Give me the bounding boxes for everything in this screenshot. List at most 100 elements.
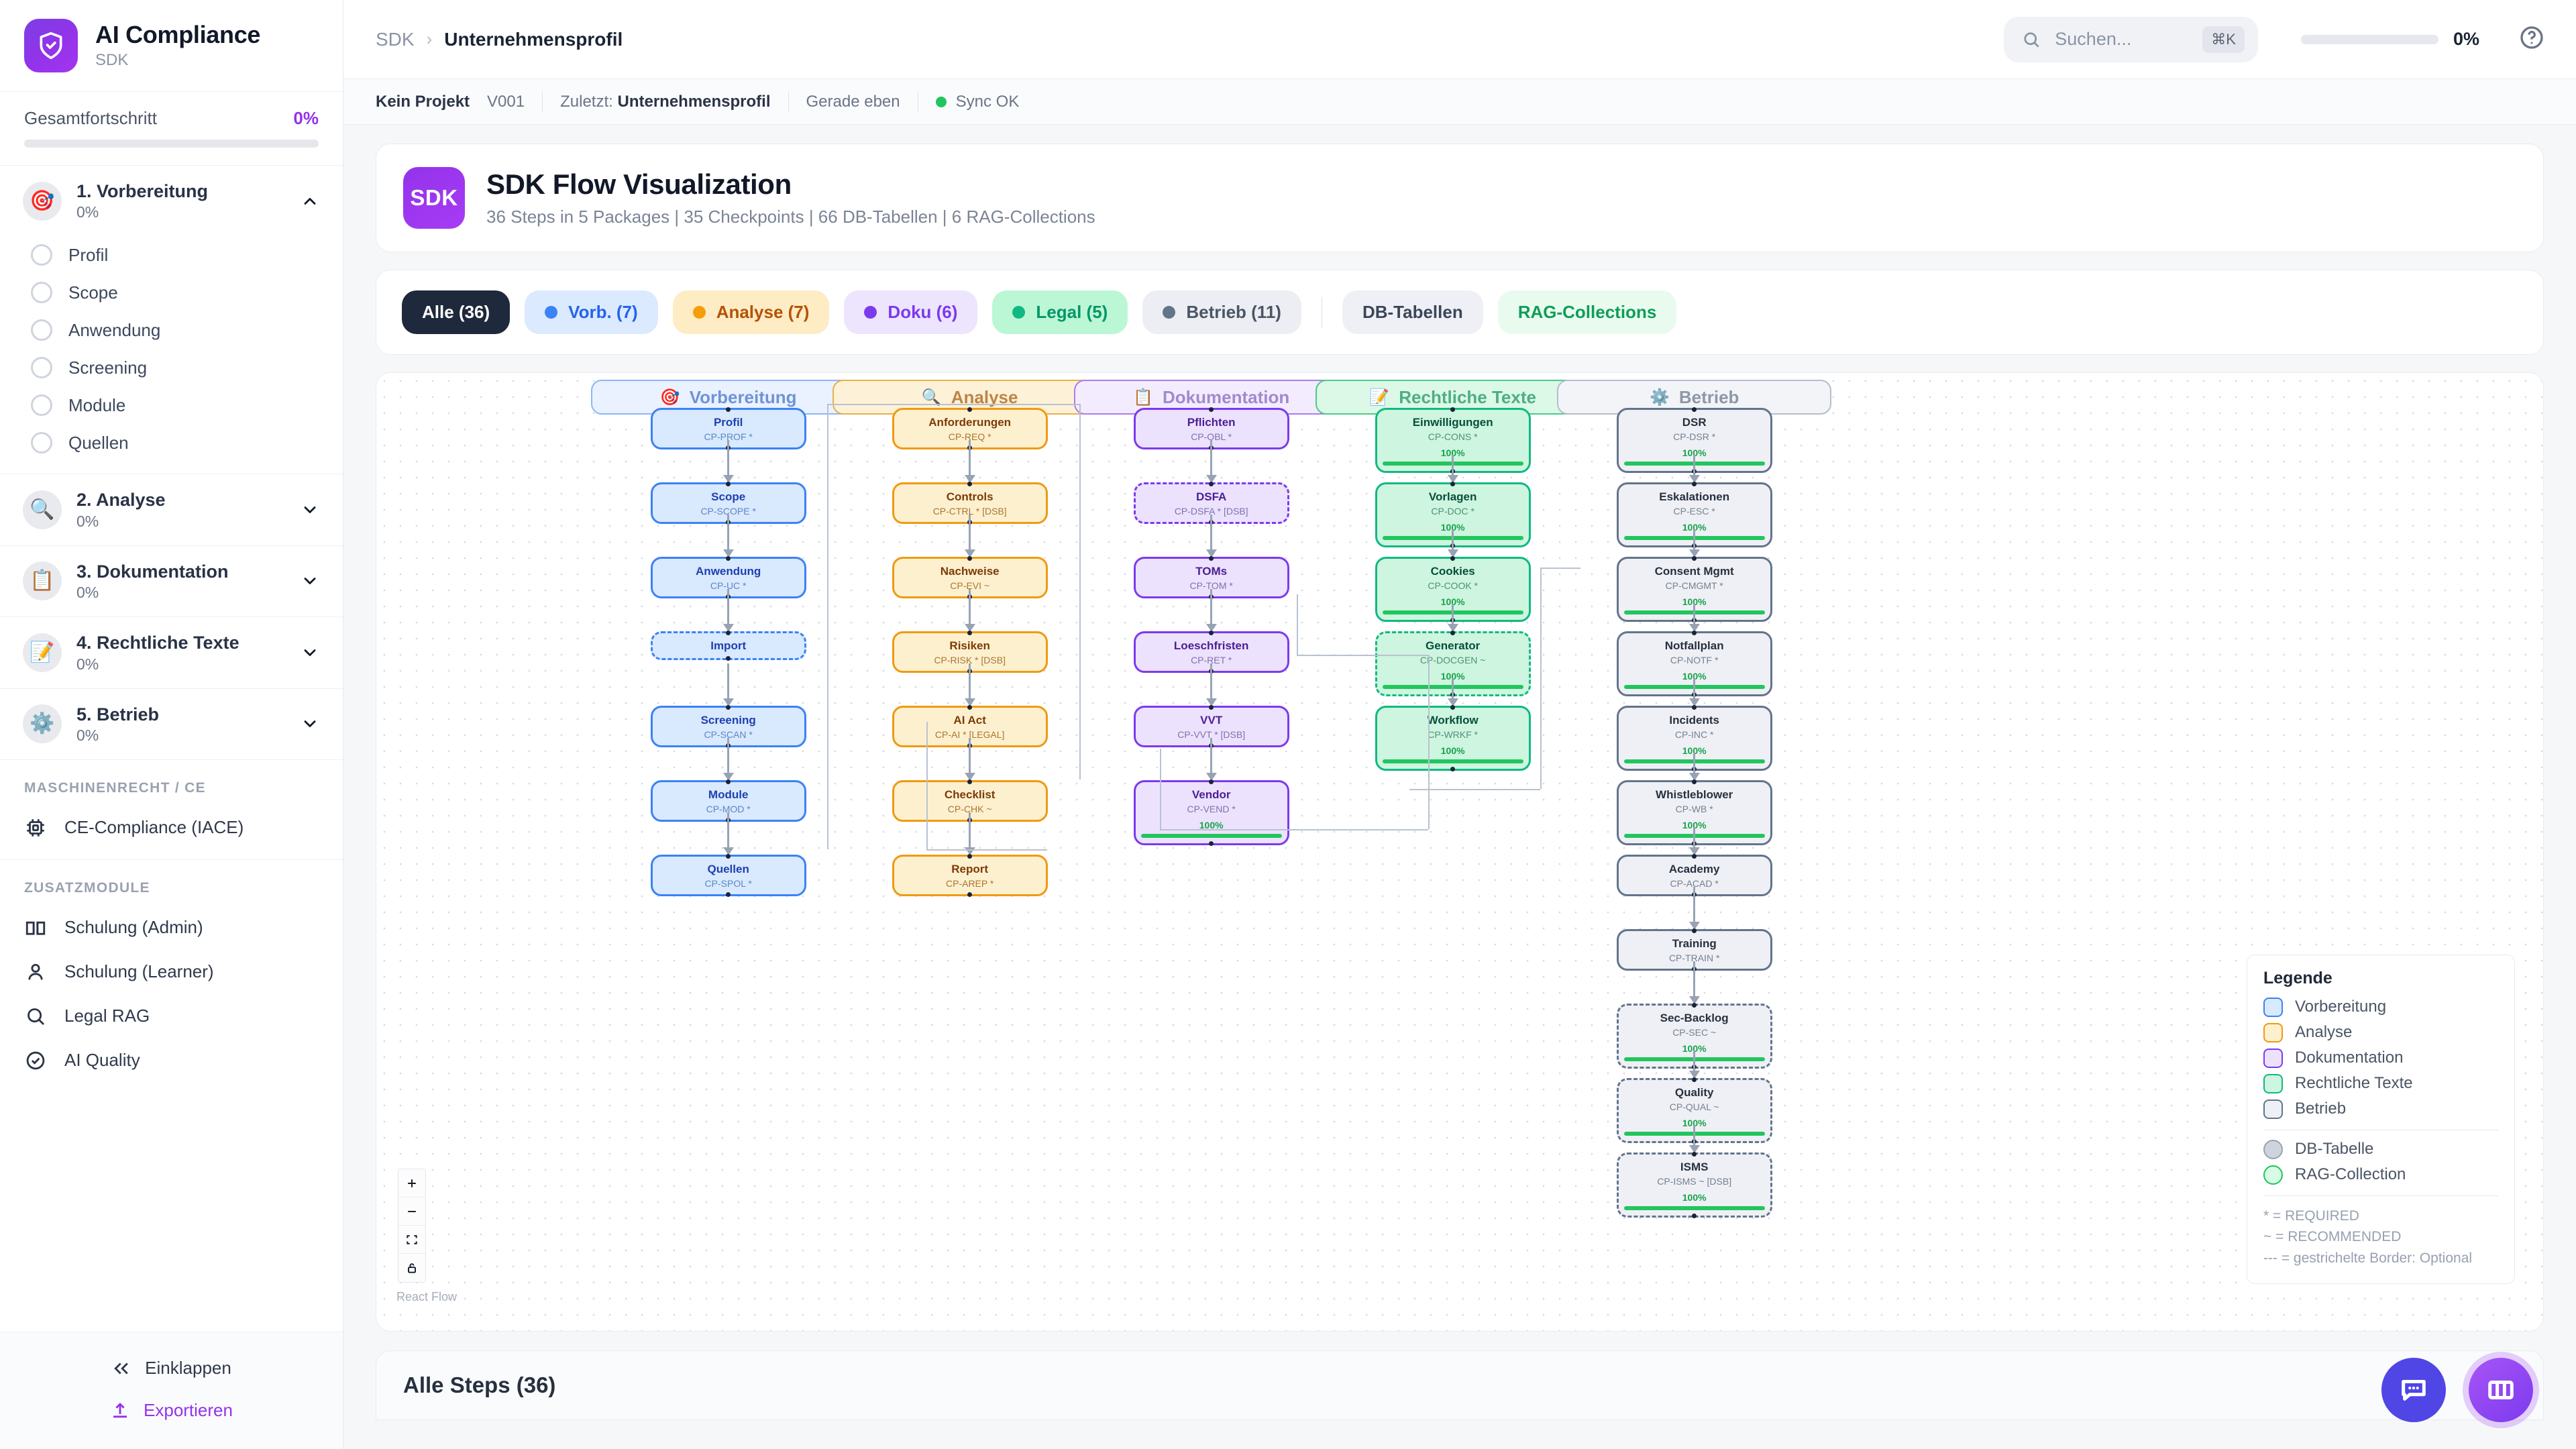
search-input[interactable]: Suchen... ⌘K: [2004, 16, 2258, 62]
sidebar-phase-header-4[interactable]: 📝 4. Rechtliche Texte 0%: [0, 617, 343, 688]
sidebar-phase-header-3[interactable]: 📋 3. Dokumentation 0%: [0, 546, 343, 616]
sidebar-item-anwendung[interactable]: Anwendung: [0, 311, 343, 349]
node-port-top[interactable]: [1450, 407, 1456, 412]
flow-node[interactable]: Import: [650, 631, 806, 661]
node-port-top[interactable]: [726, 631, 731, 635]
node-port-top[interactable]: [1450, 482, 1456, 486]
node-port-top[interactable]: [1692, 1003, 1697, 1008]
node-port-top[interactable]: [726, 556, 731, 561]
node-port-top[interactable]: [1209, 482, 1214, 486]
user-icon: [28, 963, 43, 980]
sidebar-phase-header-1[interactable]: 🎯 1. Vorbereitung 0%: [0, 166, 343, 236]
filter-chip-doku[interactable]: Doku (6): [844, 290, 978, 334]
node-port-top[interactable]: [1209, 556, 1214, 561]
node-port-top[interactable]: [1692, 854, 1697, 859]
breadcrumb-root[interactable]: SDK: [376, 28, 415, 50]
filter-chip-betrieb[interactable]: Betrieb (11): [1142, 290, 1301, 334]
export-button[interactable]: Exportieren: [0, 1389, 343, 1432]
filter-chip-rag-collections[interactable]: RAG-Collections: [1497, 290, 1677, 334]
node-port-top[interactable]: [726, 705, 731, 710]
filter-chip-alle[interactable]: Alle (36): [402, 290, 511, 334]
chat-fab-button[interactable]: [2381, 1358, 2446, 1422]
chevron-down-icon[interactable]: [299, 570, 321, 592]
sidebar-item-profil[interactable]: Profil: [0, 236, 343, 274]
node-port-top[interactable]: [1209, 780, 1214, 784]
filter-chip-vorbereitung[interactable]: Vorb. (7): [525, 290, 658, 334]
node-port-top[interactable]: [1692, 780, 1697, 784]
collapse-sidebar-button[interactable]: Einklappen: [0, 1347, 343, 1389]
node-port-bottom[interactable]: [726, 892, 731, 898]
chevron-down-icon[interactable]: [299, 498, 321, 521]
node-port-top[interactable]: [1450, 705, 1456, 710]
node-port-top[interactable]: [726, 407, 731, 412]
node-port-top[interactable]: [967, 854, 973, 859]
node-port-top[interactable]: [1209, 407, 1214, 412]
chevron-up-icon[interactable]: [299, 190, 321, 213]
filter-chip-db-tabellen[interactable]: DB-Tabellen: [1342, 290, 1483, 334]
node-port-bottom[interactable]: [1450, 767, 1456, 772]
node-port-top[interactable]: [1692, 482, 1697, 486]
node-port-top[interactable]: [967, 631, 973, 635]
node-port-top[interactable]: [1692, 407, 1697, 412]
sidebar-item-module[interactable]: Module: [0, 386, 343, 424]
fit-view-button[interactable]: [398, 1226, 425, 1254]
node-port-top[interactable]: [726, 854, 731, 859]
node-port-bottom[interactable]: [726, 656, 731, 661]
node-port-top[interactable]: [1450, 556, 1456, 561]
sidebar-phase-header-5[interactable]: ⚙️ 5. Betrieb 0%: [0, 689, 343, 759]
sidebar-item-legal-rag[interactable]: Legal RAG: [0, 994, 343, 1038]
sidebar-item-screening[interactable]: Screening: [0, 349, 343, 386]
node-port-bottom[interactable]: [1692, 1214, 1697, 1219]
node-port-top[interactable]: [1692, 705, 1697, 710]
flow-canvas[interactable]: 🎯Vorbereitung🔍Analyse📋Dokumentation📝Rech…: [376, 372, 2544, 1332]
zoom-out-button[interactable]: [398, 1197, 425, 1226]
node-port-top[interactable]: [1209, 705, 1214, 710]
sidebar-item-schulung-admin[interactable]: Schulung (Admin): [0, 906, 343, 950]
brand-header[interactable]: AI Compliance SDK: [0, 0, 343, 92]
sidebar-item-scope[interactable]: Scope: [0, 274, 343, 311]
node-port-top[interactable]: [1450, 631, 1456, 635]
chevron-down-icon[interactable]: [299, 712, 321, 735]
chevron-down-icon[interactable]: [299, 641, 321, 664]
filter-chip-legal[interactable]: Legal (5): [992, 290, 1128, 334]
node-port-top[interactable]: [726, 780, 731, 784]
sidebar-item-quellen[interactable]: Quellen: [0, 424, 343, 462]
sidebar-phase-header-2[interactable]: 🔍 2. Analyse 0%: [0, 474, 343, 545]
sync-status-dot: [935, 97, 947, 108]
question-circle-icon[interactable]: [2518, 24, 2545, 54]
node-port-top[interactable]: [967, 705, 973, 710]
node-port-top[interactable]: [1692, 1077, 1697, 1082]
node-port-top[interactable]: [1692, 1152, 1697, 1157]
node-port-top[interactable]: [967, 556, 973, 561]
flow-graph[interactable]: 🎯Vorbereitung🔍Analyse📋Dokumentation📝Rech…: [376, 373, 2543, 1331]
node-port-top[interactable]: [1209, 631, 1214, 635]
sidebar-item-ce-compliance[interactable]: CE-Compliance (IACE): [0, 806, 343, 850]
node-port-top[interactable]: [726, 482, 731, 486]
node-port-bottom[interactable]: [1209, 841, 1214, 847]
node-port-top[interactable]: [967, 407, 973, 412]
sidebar-item-ai-quality[interactable]: AI Quality: [0, 1038, 343, 1083]
panel-fab-button[interactable]: [2469, 1358, 2533, 1422]
lock-open-icon[interactable]: [398, 1254, 425, 1282]
node-port-bottom[interactable]: [967, 892, 973, 898]
sidebar-item-schulung-learner[interactable]: Schulung (Learner): [0, 950, 343, 994]
node-port-top[interactable]: [1692, 631, 1697, 635]
node-port-top[interactable]: [967, 482, 973, 486]
zoom-in-button[interactable]: [398, 1169, 425, 1197]
node-port-top[interactable]: [967, 780, 973, 784]
node-port-top[interactable]: [1692, 928, 1697, 933]
node-port-top[interactable]: [1692, 556, 1697, 561]
filter-chip-analyse[interactable]: Analyse (7): [672, 290, 830, 334]
